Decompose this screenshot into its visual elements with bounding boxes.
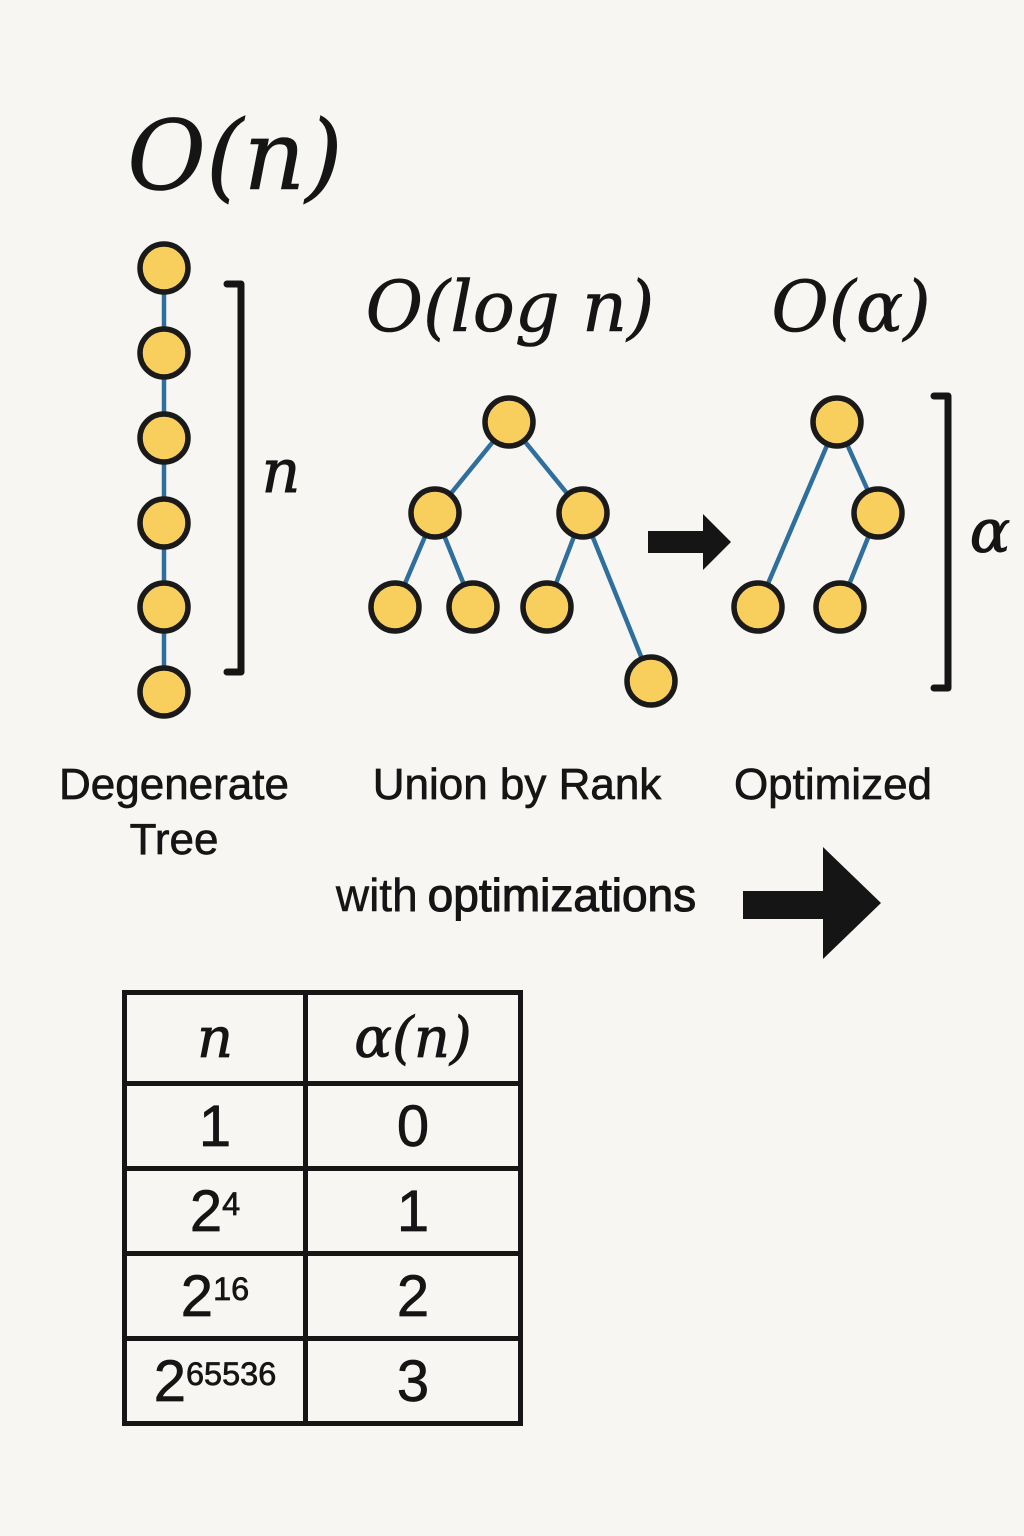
tree-node: [556, 486, 610, 540]
tree-node: [813, 580, 867, 634]
tree-node: [482, 395, 536, 449]
measure-bracket: [930, 392, 952, 692]
tree-node: [624, 654, 678, 708]
tree-node: [137, 241, 191, 295]
bracket-label-alpha: α: [969, 497, 1011, 567]
caption-prefix: with: [335, 869, 418, 921]
caption-emphasis: optimizations: [427, 869, 697, 921]
tree-node: [408, 486, 462, 540]
small-right-arrow-icon: [648, 514, 731, 570]
tree-node: [137, 326, 191, 380]
tree-node: [368, 580, 422, 634]
table-cell: 24: [122, 1166, 308, 1256]
table-cell-exponent: 4: [222, 1185, 241, 1222]
complexity-degenerate: O(n): [127, 100, 343, 212]
tree-node: [731, 580, 785, 634]
table-cell: 1: [122, 1081, 308, 1171]
label-union-by-rank: Union by Rank: [372, 760, 662, 810]
tree-edge: [580, 512, 654, 682]
tree-edge: [755, 421, 840, 608]
tree-node: [851, 486, 905, 540]
table-header-cell: α(n): [303, 990, 523, 1086]
tree-node: [137, 665, 191, 719]
big-right-arrow-icon: [743, 847, 881, 959]
tree-node: [520, 580, 574, 634]
measure-bracket: [223, 280, 245, 676]
label-degenerate-tree: Degenerate Tree: [59, 760, 290, 865]
table-cell: 1: [303, 1166, 523, 1256]
tree-node: [137, 580, 191, 634]
complexity-union-by-rank: O(log n): [365, 266, 655, 348]
tree-node: [810, 395, 864, 449]
table-cell: 265536: [122, 1336, 308, 1426]
table-cell: 3: [303, 1336, 523, 1426]
tree-node: [446, 580, 500, 634]
tree-node: [137, 411, 191, 465]
table-cell: 216: [122, 1251, 308, 1341]
label-optimized: Optimized: [733, 760, 933, 810]
table-cell-exponent: 65536: [185, 1355, 277, 1392]
tree-node: [137, 496, 191, 550]
table-cell: 2: [303, 1251, 523, 1341]
bracket-label-n: n: [261, 437, 301, 507]
table-header-cell: n: [122, 990, 308, 1086]
complexity-optimized: O(α): [771, 266, 931, 348]
table-cell-exponent: 16: [213, 1270, 250, 1307]
table-cell: 0: [303, 1081, 523, 1171]
